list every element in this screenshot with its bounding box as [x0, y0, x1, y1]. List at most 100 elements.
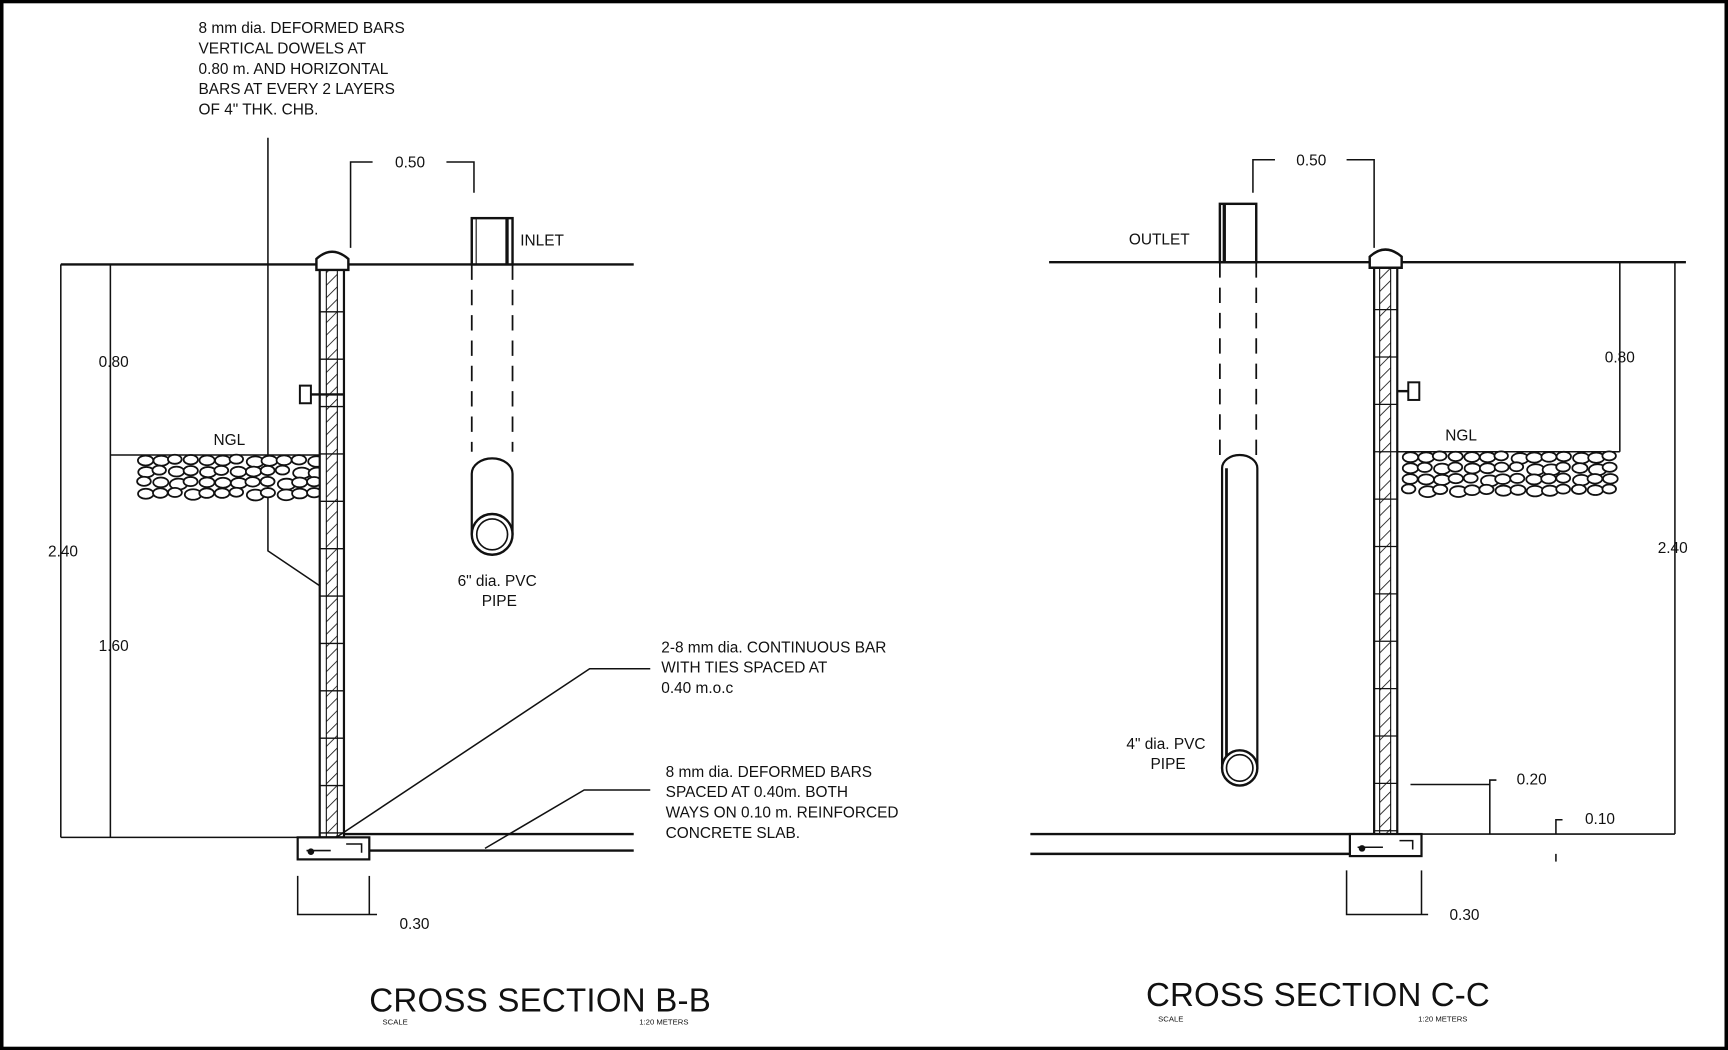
- gravel-stone: [244, 465, 263, 478]
- scale-value: 1:20 METERS: [639, 1018, 688, 1027]
- outlet-label: OUTLET: [1129, 232, 1190, 249]
- dim-total: 2.40: [48, 543, 78, 560]
- gravel-stone: [198, 487, 215, 499]
- gravel-stone: [1433, 462, 1452, 475]
- gravel-stone: [1555, 472, 1572, 484]
- gravel-stone: [1478, 462, 1497, 475]
- gravel-stone: [1540, 451, 1558, 463]
- gravel-stone: [151, 464, 167, 476]
- gravel-stone: [167, 486, 183, 498]
- gravel-stone: [136, 475, 152, 487]
- gravel-stone: [1525, 473, 1543, 486]
- section-title: CROSS SECTION B-B: [369, 982, 711, 1019]
- gravel-stone: [260, 454, 279, 467]
- bolt-icon: [1397, 381, 1421, 401]
- gravel-stone: [198, 476, 216, 489]
- gravel-stone: [182, 476, 199, 488]
- gravel-stone: [137, 487, 155, 500]
- gravel-stone: [1572, 452, 1591, 465]
- gravel-stone: [1463, 462, 1482, 475]
- chb-wall: [1368, 248, 1403, 836]
- gravel-stone: [229, 465, 248, 478]
- gravel-stone: [1525, 451, 1544, 464]
- gravel-stone: [214, 454, 232, 467]
- gravel-stone: [244, 476, 261, 488]
- gravel-stone: [1416, 461, 1433, 473]
- gravel-stone: [1601, 450, 1617, 462]
- dim-footing: 0.30: [399, 916, 429, 933]
- gravel-stone: [1525, 485, 1545, 498]
- scale-label: SCALE: [1158, 1014, 1183, 1023]
- gravel-stone: [229, 477, 248, 490]
- gravel-stone: [152, 487, 169, 499]
- ngl-label: NGL: [1445, 428, 1477, 445]
- gravel-backfill: [1400, 450, 1619, 499]
- inlet-pipe: [470, 216, 514, 556]
- gravel-stone: [291, 476, 309, 489]
- wall-cap: [315, 250, 350, 272]
- gravel-stone: [1602, 473, 1619, 485]
- scale-label: SCALE: [383, 1018, 408, 1027]
- gravel-stone: [1417, 473, 1435, 486]
- chb-wall: [315, 250, 350, 839]
- gravel-stone: [290, 454, 308, 466]
- gravel-stone: [182, 454, 199, 466]
- gravel-stone: [1555, 483, 1571, 495]
- gravel-stone: [182, 465, 199, 477]
- gravel-stone: [1433, 473, 1452, 486]
- gravel-stone: [1555, 461, 1571, 473]
- bolt-icon: [298, 384, 344, 405]
- gravel-stone: [1432, 483, 1449, 495]
- dim-total: 2.40: [1658, 540, 1688, 557]
- gravel-stone: [259, 487, 276, 499]
- dim-upper: 0.80: [1605, 349, 1635, 366]
- gravel-stone: [1479, 451, 1497, 464]
- dim-pipe-invert: 0.20: [1517, 771, 1547, 788]
- dim-upper: 0.80: [99, 354, 129, 371]
- gravel-stone: [1400, 483, 1417, 495]
- gravel-stone: [1570, 483, 1587, 495]
- note-continuous: 2-8 mm dia. CONTINUOUS BAR WITH TIES SPA…: [661, 639, 890, 697]
- gravel-stone: [1509, 484, 1527, 496]
- leader-continuous: [335, 668, 651, 838]
- gravel-stone: [1447, 450, 1464, 462]
- gravel-stone: [275, 454, 293, 466]
- gravel-stone: [1401, 473, 1419, 485]
- gravel-stone: [1401, 462, 1420, 475]
- gravel-stone: [1508, 461, 1525, 473]
- gravel-stone: [1571, 462, 1589, 474]
- gravel-stone: [259, 476, 276, 487]
- dim-lower: 1.60: [99, 638, 129, 655]
- gravel-stone: [167, 465, 186, 478]
- note-slab: 8 mm dia. DEFORMED BARS SPACED AT 0.40m.…: [666, 764, 903, 842]
- gravel-stone: [274, 464, 291, 476]
- note-dowels: 8 mm dia. DEFORMED BARS VERTICAL DOWELS …: [199, 20, 410, 119]
- gravel-stone: [1509, 472, 1526, 484]
- dim-top: 0.50: [395, 154, 425, 171]
- gravel-stone: [1586, 484, 1604, 496]
- gravel-stone: [291, 487, 309, 500]
- dim-slab: 0.10: [1585, 811, 1615, 828]
- dim-footing: 0.30: [1449, 907, 1479, 924]
- gravel-stone: [152, 454, 171, 467]
- gravel-stone: [228, 453, 244, 465]
- section-cc: 0.80 2.40 NGL 0.50 OUTLET: [1030, 152, 1688, 1023]
- gravel-stone: [1541, 484, 1559, 497]
- gravel-stone: [1493, 461, 1510, 473]
- gravel-stone: [1447, 472, 1464, 485]
- gravel-stone: [259, 465, 276, 476]
- gravel-stone: [1431, 450, 1448, 462]
- gravel-stone: [152, 476, 170, 489]
- ngl-label: NGL: [214, 432, 246, 449]
- gravel-stone: [1494, 473, 1512, 485]
- gravel-stone: [1463, 451, 1481, 463]
- inlet-label: INLET: [520, 233, 564, 250]
- gravel-stone: [199, 466, 218, 479]
- gravel-stone: [1555, 450, 1572, 463]
- gravel-stone: [1586, 473, 1604, 485]
- gravel-stone: [1463, 484, 1481, 497]
- scale-value: 1:20 METERS: [1418, 1014, 1467, 1023]
